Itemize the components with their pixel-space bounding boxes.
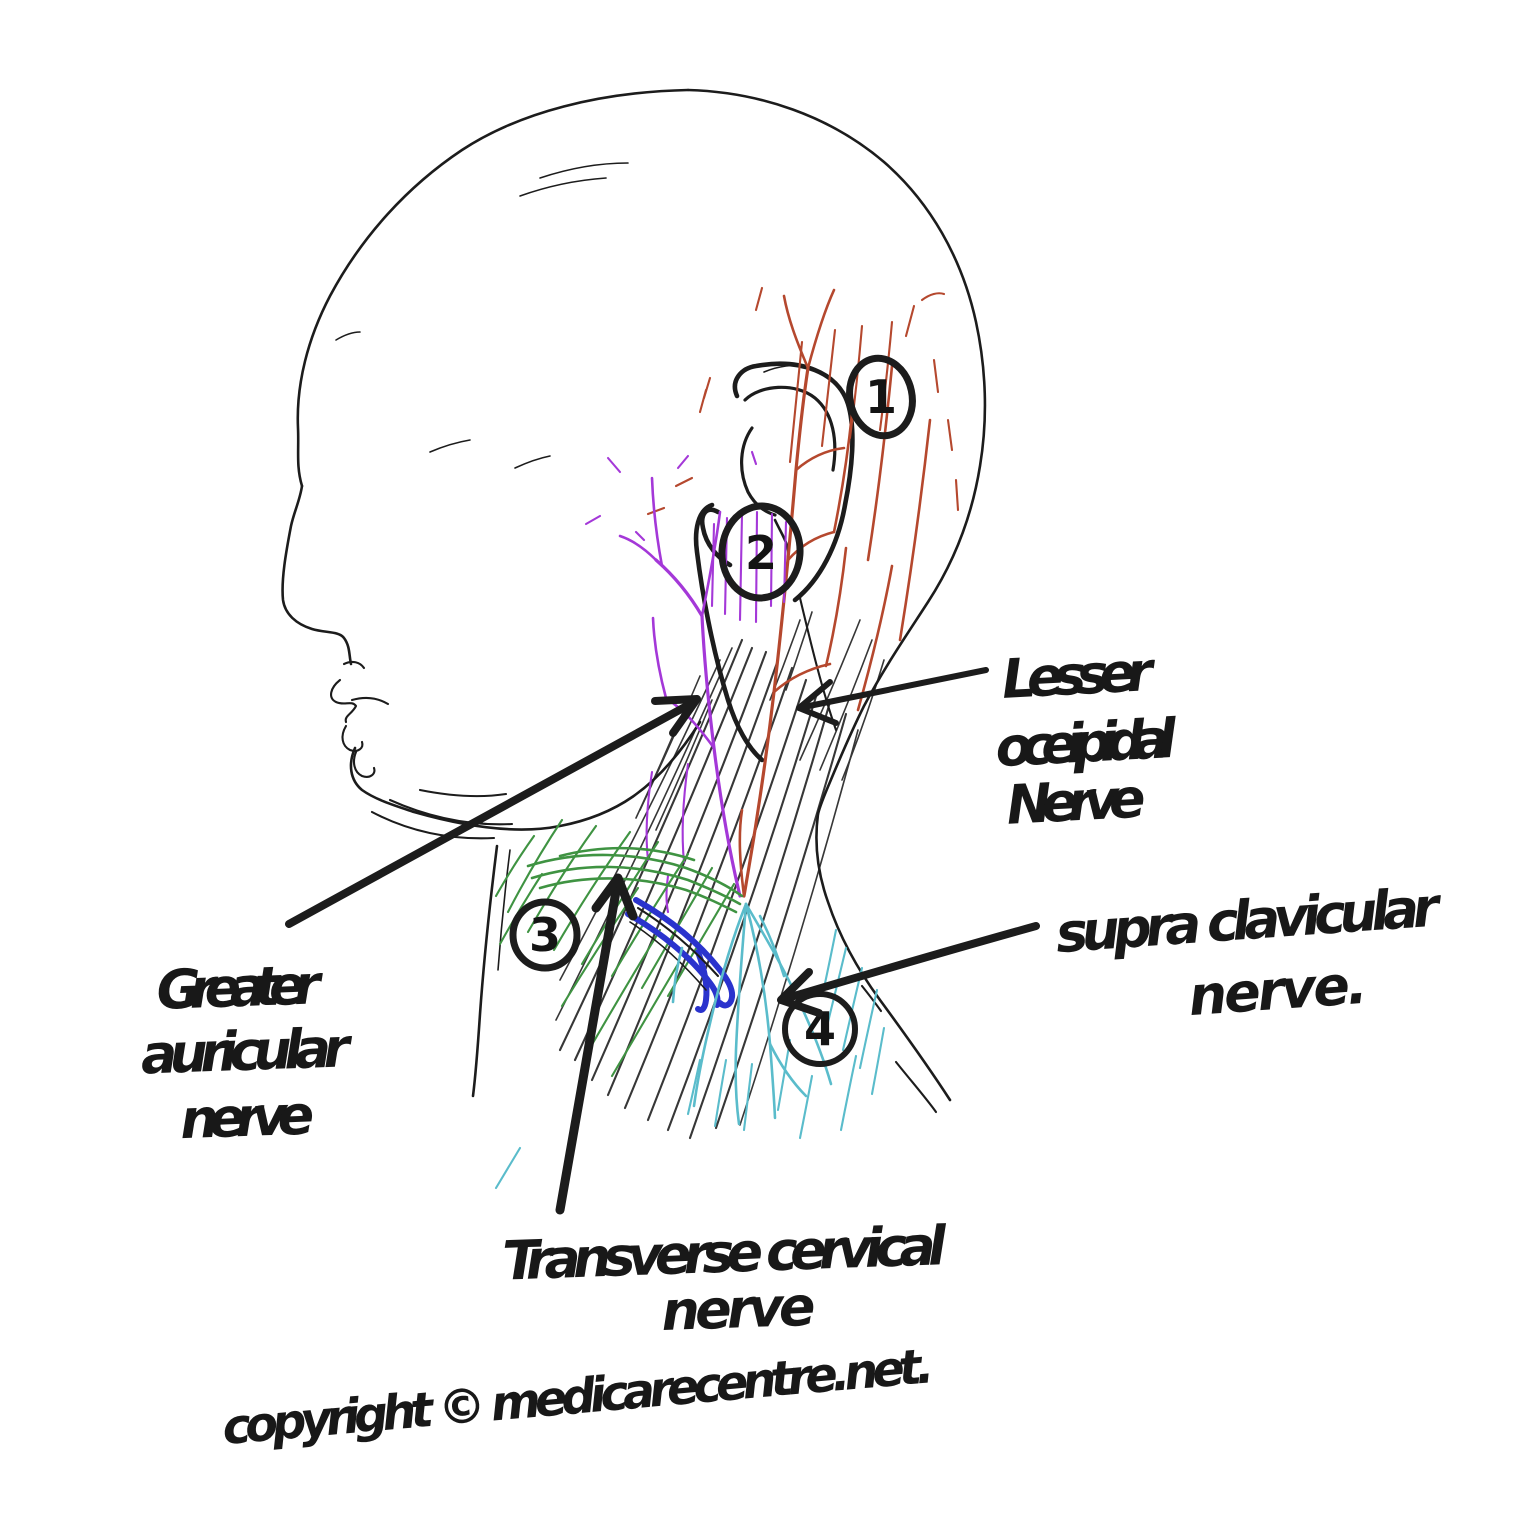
arrow-transverse-cervical [555, 873, 638, 1215]
marker-1-number: 1 [865, 370, 897, 424]
label-lesser-occipital-line1: Lesser [1000, 640, 1157, 711]
arrow-greater-auricular [285, 695, 701, 928]
label-supraclavicular: supra clavicular nerve. [1054, 875, 1445, 1028]
label-greater-auricular: Greater auricular nerve [140, 953, 354, 1151]
marker-3-transverse-cervical: 3 [509, 898, 581, 972]
copyright-text: copyright © medicarecentre.net. [220, 1338, 937, 1456]
label-lesser-occipital-line2: oceipidal [994, 707, 1180, 779]
label-greater-auricular-line3: nerve [179, 1083, 316, 1151]
label-transverse-cervical-line1: Transverse cervical [501, 1214, 948, 1293]
label-greater-auricular-line1: Greater [156, 953, 325, 1022]
label-supraclavicular-line2: nerve. [1186, 953, 1370, 1028]
label-transverse-cervical-line2: nerve [660, 1275, 817, 1343]
marker-1-lesser-occipital: 1 [846, 354, 916, 440]
label-supraclavicular-line1: supra clavicular [1054, 875, 1445, 965]
label-greater-auricular-line2: auricular [140, 1016, 354, 1086]
arrow-lesser-occipital [796, 667, 989, 726]
head-outline [281, 88, 987, 1114]
scm-thin-arcs [629, 906, 720, 991]
marker-2-number: 2 [745, 526, 777, 580]
label-lesser-occipital: Lesser oceipidal Nerve [994, 640, 1180, 837]
marker-2-greater-auricular: 2 [718, 502, 804, 602]
lesser-occipital-nerve-branches [646, 286, 960, 898]
label-lesser-occipital-line3: Nerve [1005, 767, 1148, 837]
copyright-line: copyright © medicarecentre.net. [220, 1338, 937, 1456]
arrow-supraclavicular [777, 922, 1040, 1017]
greater-auricular-nerve-branches [584, 450, 788, 914]
marker-3-number: 3 [529, 908, 561, 962]
label-transverse-cervical: Transverse cervical nerve [501, 1214, 948, 1343]
